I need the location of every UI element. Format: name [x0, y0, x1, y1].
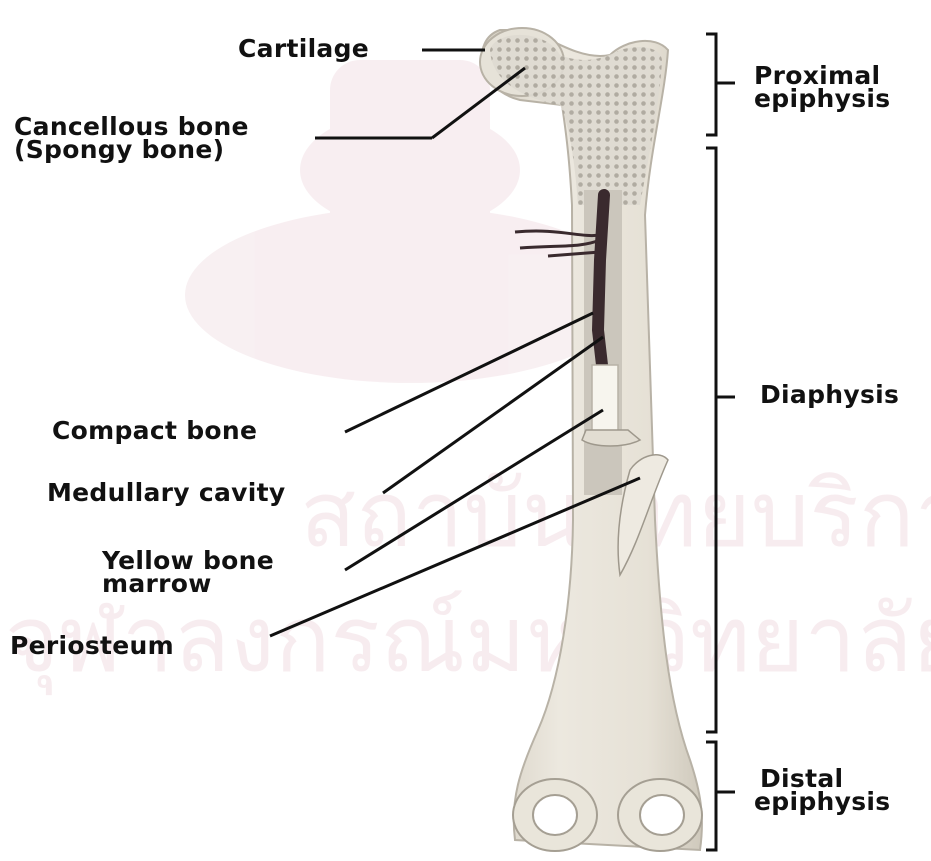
label-periosteum: Periosteum [10, 635, 174, 656]
bracket-proximal [706, 34, 735, 135]
leader-yellow-marrow [345, 410, 603, 570]
bracket-distal [706, 742, 735, 850]
label-medullary-cavity: Medullary cavity [47, 482, 285, 503]
bracket-diaphysis [706, 148, 735, 732]
label-yellow-bone: Yellow bone [102, 550, 274, 571]
cut-ring [582, 430, 640, 446]
label-cancellous-bone: Cancellous bone [14, 116, 249, 137]
region-brackets [706, 34, 735, 850]
label-proximal: Proximal [754, 65, 880, 86]
label-distal-epiphysis: epiphysis [754, 791, 890, 812]
label-compact-bone: Compact bone [52, 420, 257, 441]
label-distal: Distal [760, 768, 843, 789]
label-spongy-bone: (Spongy bone) [14, 139, 224, 160]
label-diaphysis: Diaphysis [760, 384, 899, 405]
label-marrow: marrow [102, 573, 212, 594]
label-proximal-epiphysis: epiphysis [754, 88, 890, 109]
label-cartilage: Cartilage [238, 38, 369, 59]
yellow-marrow-plug [592, 365, 618, 435]
